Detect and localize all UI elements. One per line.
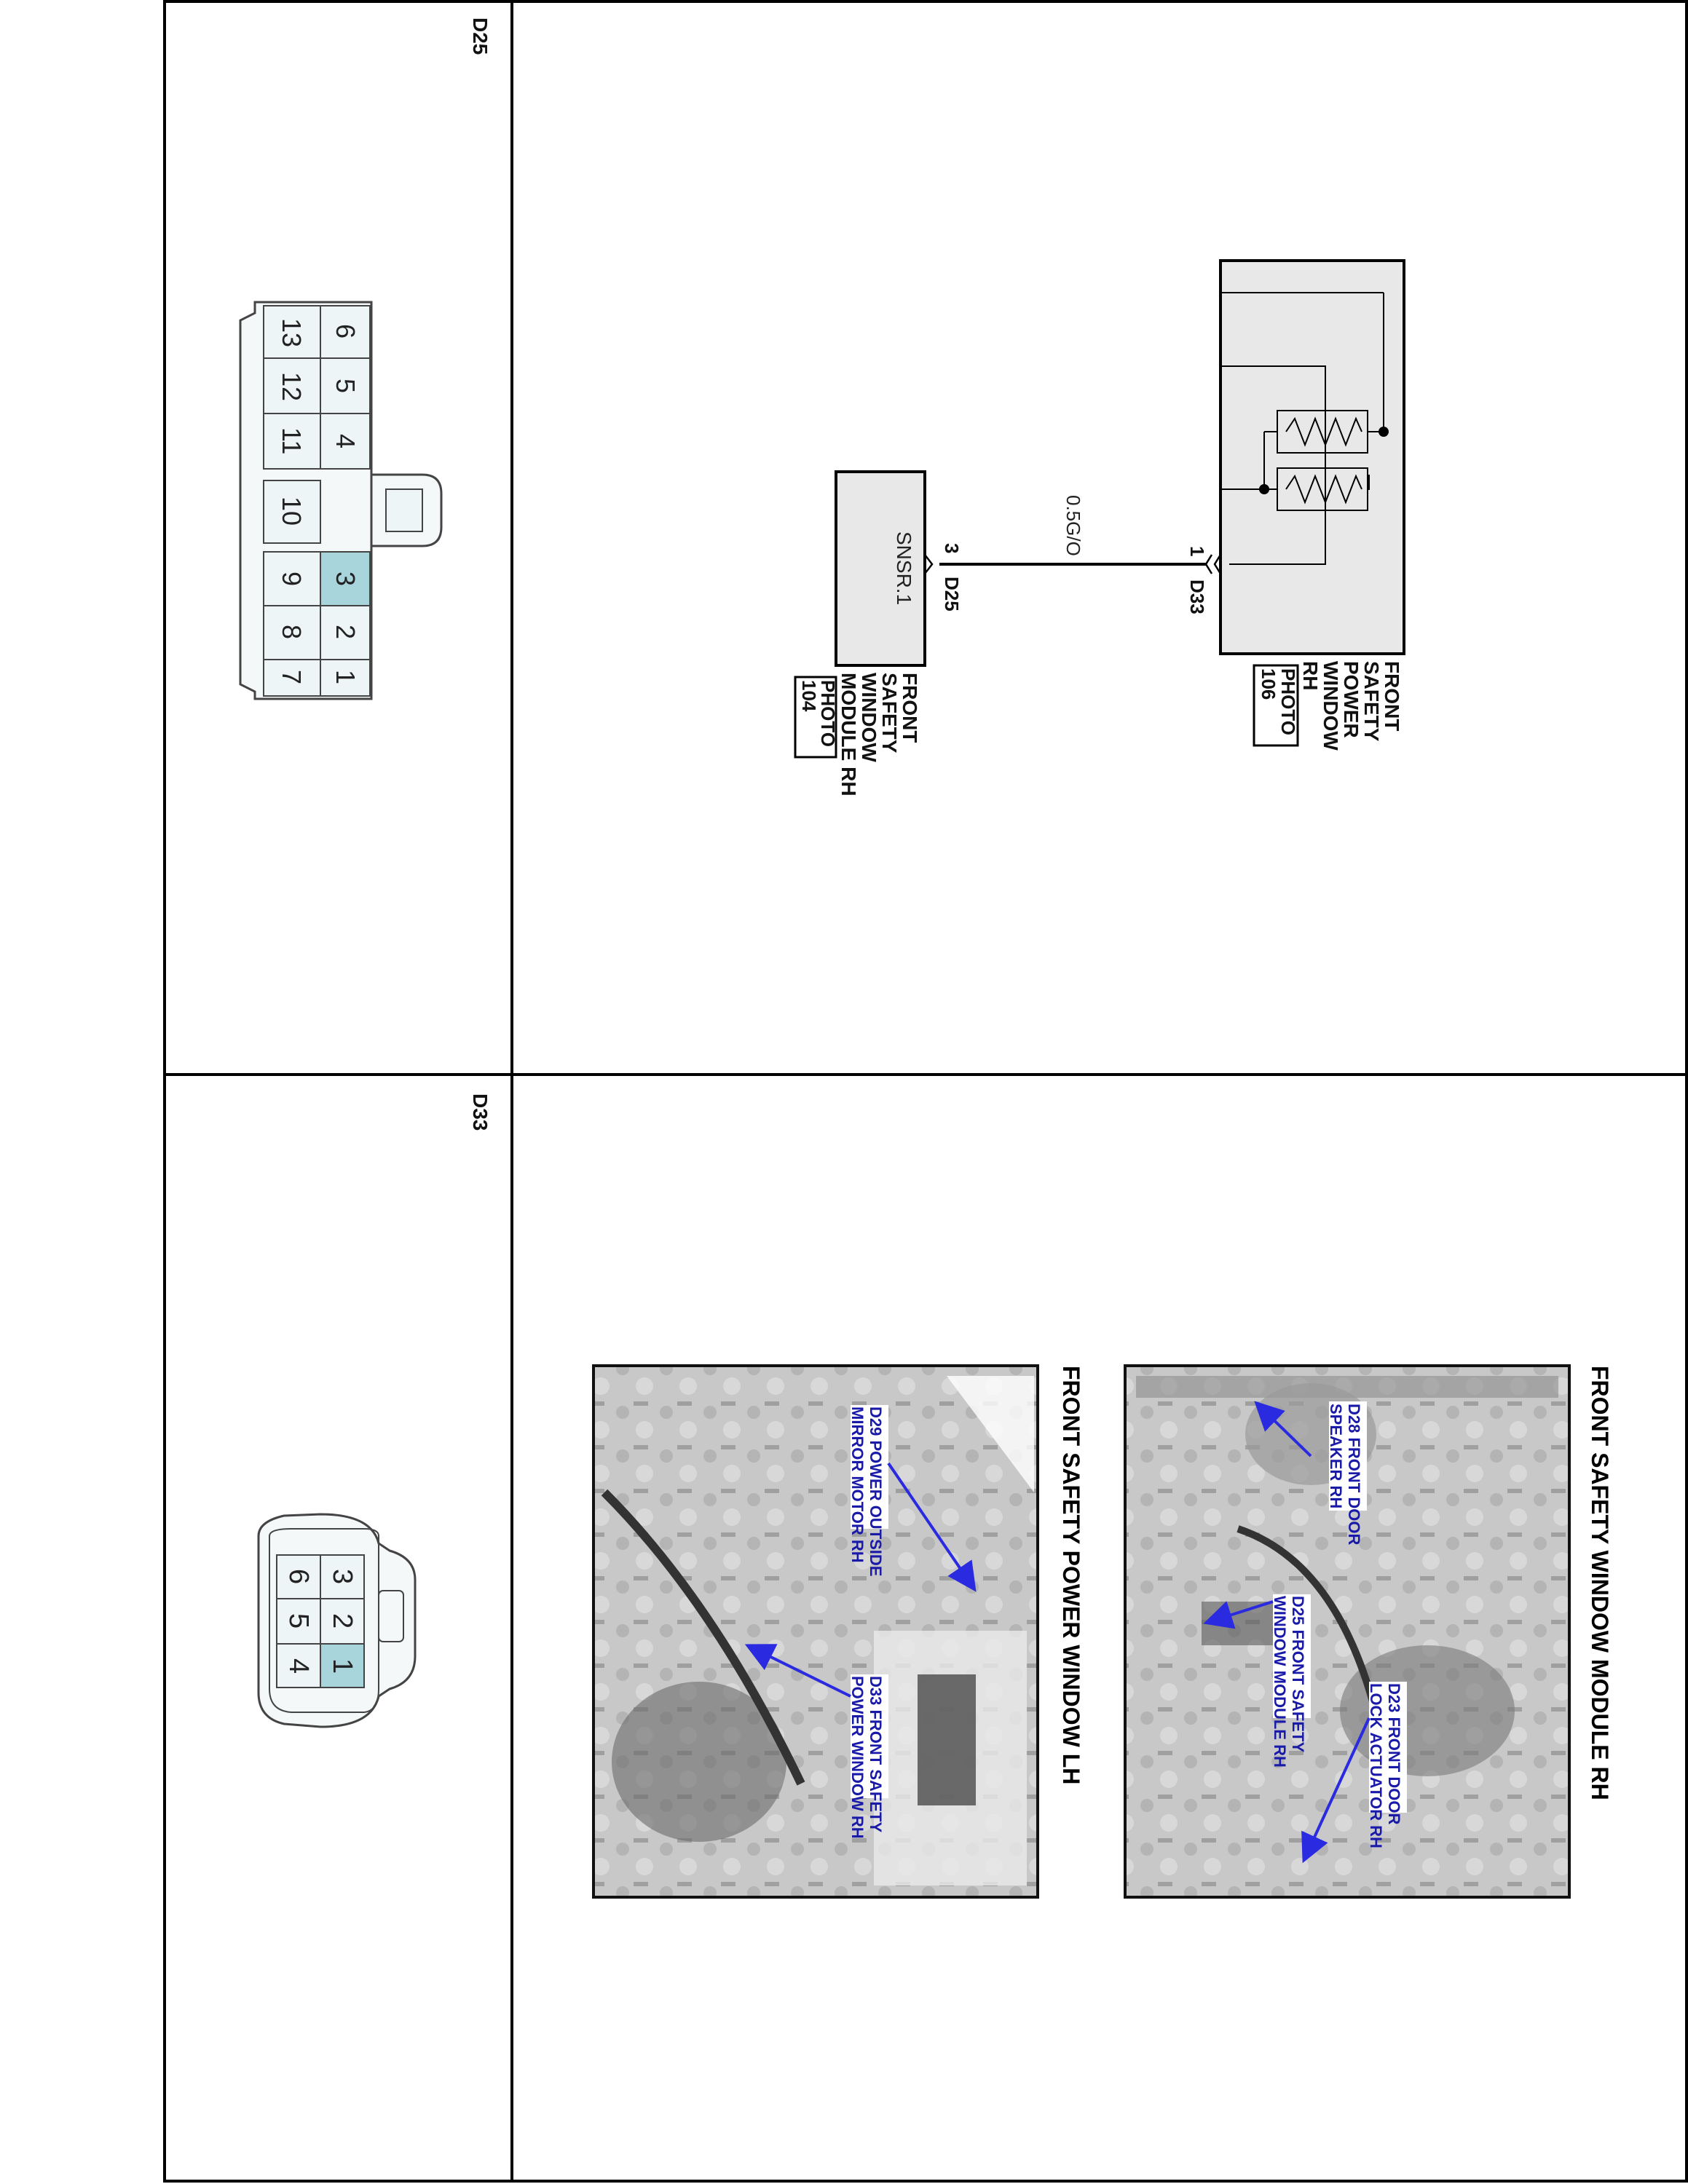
- window-module-pin-number: 3: [941, 543, 963, 553]
- callout-d29: MIRROR MOTOR RH: [848, 1406, 867, 1563]
- window-module-terminal: SNSR.1: [893, 531, 915, 605]
- svg-text:FRONT: FRONT: [899, 673, 921, 743]
- d25-pin-4: [320, 413, 371, 470]
- d25-bottom-row: [263, 305, 321, 697]
- callout-d25: D25 FRONT SAFETY: [1289, 1596, 1307, 1752]
- window-module-photo-ref: 104: [798, 680, 820, 712]
- power-window-connector-id: D33: [1186, 579, 1208, 614]
- d25-pin-11: [263, 413, 321, 470]
- d25-num-bottom: 11: [277, 427, 307, 454]
- d33-title: D33: [469, 1093, 492, 1131]
- d25-num-bottom: 13: [277, 318, 307, 347]
- d25-num-bottom: 10: [277, 496, 307, 526]
- d33-num-top: 1: [327, 1658, 358, 1674]
- svg-text:SAFETY: SAFETY: [1360, 661, 1383, 742]
- d33-num-bottom: 6: [283, 1569, 314, 1584]
- callout-d28: SPEAKER RH: [1327, 1404, 1345, 1508]
- photo-power-window-lh: FRONT SAFETY POWER WINDOW LH D29 POWER O…: [592, 1364, 1084, 1899]
- callout-d28: D28 FRONT DOOR: [1345, 1404, 1363, 1545]
- d25-top-row: [320, 305, 371, 697]
- d25-num-top: 4: [331, 434, 360, 448]
- d33-num-top: 2: [327, 1613, 358, 1629]
- svg-text:WINDOW: WINDOW: [858, 673, 880, 762]
- wire-color-label: 0.5G/O: [1062, 495, 1084, 556]
- callout-d23: D23 FRONT DOOR: [1385, 1683, 1403, 1824]
- window-module-rh-component: SNSR.1: [835, 470, 934, 667]
- svg-text:SAFETY: SAFETY: [878, 673, 901, 753]
- d25-pin-8: [263, 605, 321, 660]
- power-window-photo-ref: PHOTO: [1277, 668, 1299, 735]
- d25-num-top: 1: [331, 670, 360, 684]
- d25-connector: 6 5 4 3 2 1 13 12 11 10 9 8 7: [239, 301, 443, 700]
- d33-pin-5: [276, 1598, 321, 1645]
- d25-num-bottom: 7: [277, 670, 307, 684]
- d25-num-top: 3: [331, 571, 360, 586]
- d25-pin-6: [320, 305, 371, 359]
- photo-power-window-lh-title: FRONT SAFETY POWER WINDOW LH: [1058, 1366, 1084, 1784]
- d25-num-top: 6: [331, 324, 360, 339]
- d33-pin-1: [320, 1643, 365, 1688]
- power-window-rh-label: FRONT SAFETY POWER WINDOW RH PHOTO 106: [1253, 661, 1403, 751]
- wiring-schematic: 1 D33 0.5G/O SNSR.1 3 D25 FRONT SAFETY P…: [794, 259, 1405, 796]
- d25-num-top: 2: [331, 625, 360, 639]
- d25-num-bottom: 12: [277, 372, 307, 401]
- d25-pin-1: [320, 659, 371, 697]
- d25-num-bottom: 8: [277, 625, 307, 639]
- svg-text:WINDOW: WINDOW: [1320, 661, 1342, 751]
- d25-num-top: 5: [331, 379, 360, 393]
- svg-text:RH: RH: [1299, 661, 1322, 690]
- d33-num-bottom: 4: [283, 1658, 314, 1674]
- photo-window-module-rh: FRONT SAFETY WINDOW MODULE RH D28 FRONT …: [1124, 1364, 1613, 1899]
- callout-d25: WINDOW MODULE RH: [1271, 1596, 1289, 1768]
- d33-pin-4: [276, 1643, 321, 1688]
- d25-pin-7: [263, 659, 321, 697]
- photo-window-module-rh-title: FRONT SAFETY WINDOW MODULE RH: [1587, 1366, 1613, 1800]
- svg-text:MODULE RH: MODULE RH: [837, 673, 860, 796]
- d25-pin-10: [263, 480, 321, 544]
- window-module-connector-id: D25: [941, 577, 963, 612]
- callout-d33: POWER WINDOW RH: [848, 1676, 867, 1839]
- page-frame: [163, 0, 1688, 2183]
- d25-num-bottom: 9: [277, 571, 307, 586]
- window-module-photo-ref: PHOTO: [817, 680, 839, 747]
- d25-pin-5: [320, 357, 371, 414]
- d25-title: D25: [469, 17, 492, 55]
- callout-d29: D29 POWER OUTSIDE: [867, 1406, 885, 1576]
- d33-num-top: 3: [327, 1569, 358, 1584]
- d33-connector-panel: D33 3 2 1 6 5 4: [257, 1093, 492, 1728]
- d25-connector-panel: D25: [239, 17, 492, 700]
- svg-text:FRONT: FRONT: [1381, 661, 1403, 731]
- callout-d23: LOCK ACTUATOR RH: [1367, 1683, 1385, 1848]
- d33-connector: 3 2 1 6 5 4: [257, 1513, 417, 1728]
- d33-num-bottom: 5: [283, 1613, 314, 1629]
- d25-pin-3: [320, 551, 371, 606]
- power-window-rh-component: [1219, 259, 1405, 655]
- callout-d33: D33 FRONT SAFETY: [867, 1676, 885, 1832]
- svg-text:POWER: POWER: [1340, 661, 1362, 738]
- d25-pin-9: [263, 551, 321, 606]
- window-module-rh-label: FRONT SAFETY WINDOW MODULE RH PHOTO 104: [794, 673, 921, 796]
- power-window-pin-number: 1: [1186, 546, 1208, 556]
- power-window-photo-ref: 106: [1258, 668, 1279, 700]
